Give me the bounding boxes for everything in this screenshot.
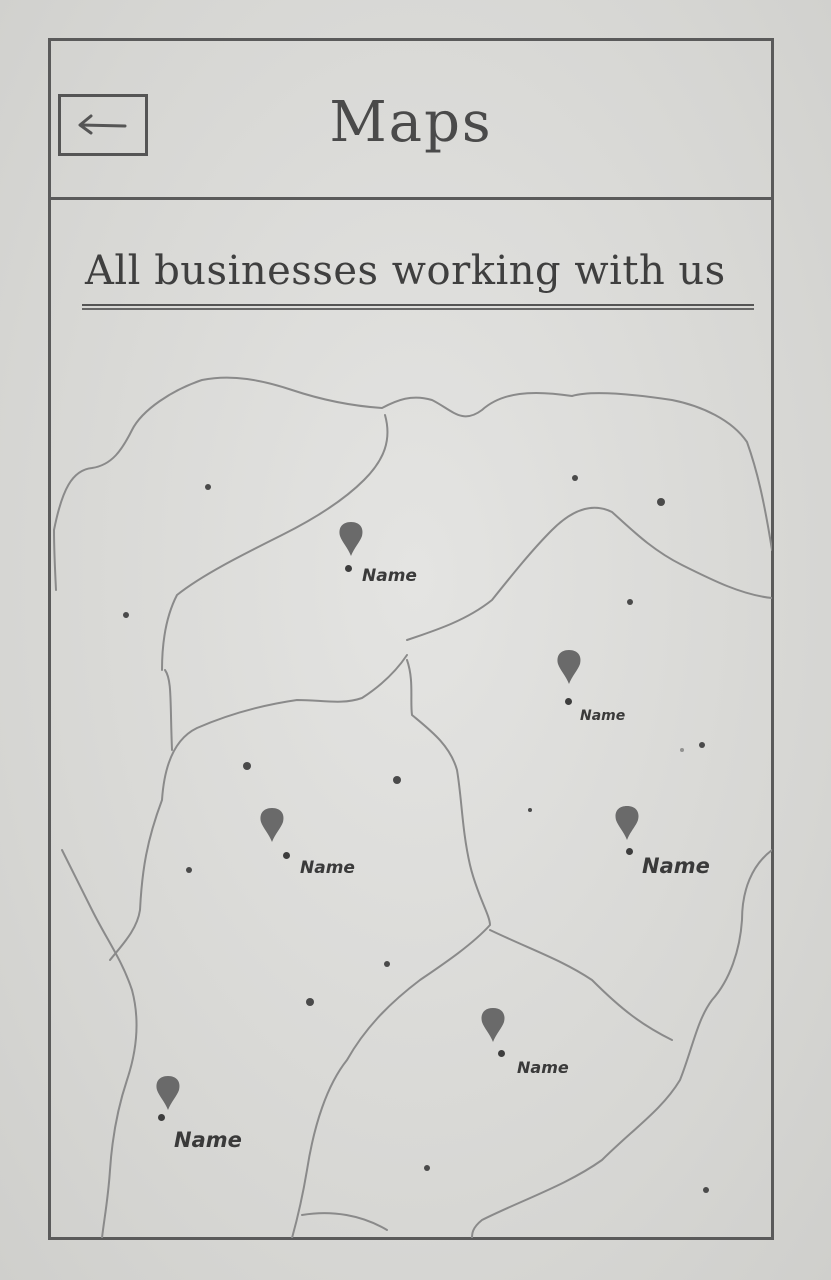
location-dot — [626, 848, 633, 855]
location-label[interactable]: Name — [362, 566, 417, 586]
page-title: Maps — [329, 90, 493, 155]
location-label[interactable]: Name — [174, 1128, 242, 1152]
location-label[interactable]: Name — [580, 708, 626, 724]
map-regions — [53, 376, 772, 1238]
location-dot — [158, 1114, 165, 1121]
location-pin-icon[interactable] — [336, 520, 366, 560]
location-label[interactable]: Name — [642, 854, 710, 878]
location-label[interactable]: Name — [300, 858, 355, 878]
location-label[interactable]: Name — [517, 1058, 569, 1077]
back-button[interactable] — [58, 94, 148, 156]
location-dot — [498, 1050, 505, 1057]
location-pin-icon[interactable] — [612, 804, 642, 844]
location-pin-icon[interactable] — [153, 1074, 183, 1114]
location-dot — [283, 852, 290, 859]
app-header: Maps — [48, 38, 774, 200]
location-dot — [345, 565, 352, 572]
phone-frame — [48, 38, 774, 1240]
location-pin-icon[interactable] — [478, 1006, 508, 1046]
location-pin-icon[interactable] — [554, 648, 584, 688]
section-heading: All businesses working with us — [85, 248, 726, 294]
heading-underline — [82, 304, 754, 310]
map-view[interactable]: Name Name Name Name Name Name — [52, 370, 772, 1238]
arrow-left-icon — [78, 114, 127, 135]
location-dot — [565, 698, 572, 705]
location-pin-icon[interactable] — [257, 806, 287, 846]
